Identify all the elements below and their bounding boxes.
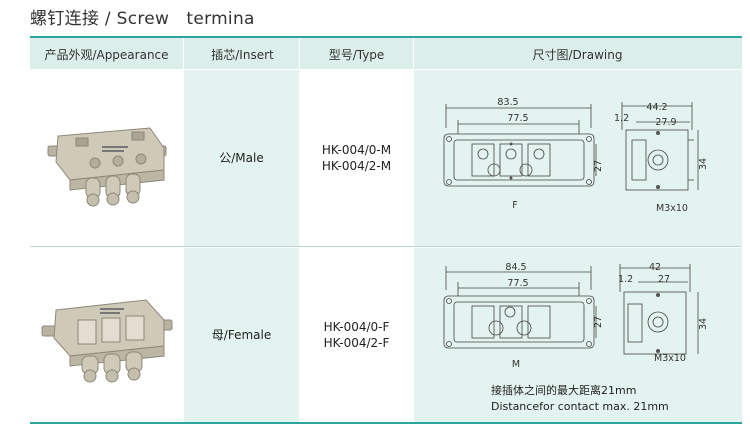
svg-text:27: 27 xyxy=(593,316,604,328)
page-title: 螺钉连接 / Screw termina xyxy=(30,9,255,29)
type-label: HK-004/0-F xyxy=(323,320,390,334)
front-view-drawing: 84.5 77.5 27 M xyxy=(443,262,604,370)
note-cn: 接插体之间的最大距离21mm xyxy=(491,384,637,397)
side-view-drawing: 44.2 1.2 27.9 34 M3x10 xyxy=(614,102,709,214)
svg-text:34: 34 xyxy=(698,318,709,330)
header-type: 型号/Type xyxy=(328,48,385,62)
svg-text:27: 27 xyxy=(658,274,670,285)
header-appearance: 产品外观/Appearance xyxy=(44,48,169,62)
header-divider xyxy=(413,38,414,69)
svg-text:77.5: 77.5 xyxy=(507,113,528,124)
svg-text:34: 34 xyxy=(698,158,709,170)
svg-text:84.5: 84.5 xyxy=(505,262,526,273)
table-bottom-rule xyxy=(30,422,742,424)
type-label: HK-004/0-M xyxy=(321,143,392,157)
insert-cell xyxy=(184,248,299,422)
table-top-rule xyxy=(30,36,742,38)
insert-label-male: 公/Male xyxy=(219,151,264,165)
insert-label-female: 母/Female xyxy=(211,328,272,342)
header-insert: 插芯/Insert xyxy=(211,48,274,62)
drawing-cell xyxy=(414,70,742,246)
side-view-drawing: 42 1.2 27 34 M3x10 xyxy=(618,262,709,364)
header-divider xyxy=(183,38,184,69)
svg-text:M3x10: M3x10 xyxy=(656,203,688,214)
drawing-cell xyxy=(414,248,742,422)
svg-text:1.2: 1.2 xyxy=(618,274,633,285)
table-header xyxy=(30,38,742,69)
svg-text:M3x10: M3x10 xyxy=(654,353,686,364)
type-label: HK-004/2-F xyxy=(323,336,390,350)
type-label: HK-004/2-M xyxy=(321,159,392,173)
front-view-drawing: 83.5 77.5 27 F xyxy=(443,97,604,211)
svg-text:42: 42 xyxy=(649,262,661,273)
svg-text:44.2: 44.2 xyxy=(646,102,667,113)
svg-text:M: M xyxy=(512,359,520,370)
svg-text:1.2: 1.2 xyxy=(614,113,629,124)
svg-text:F: F xyxy=(512,200,517,211)
header-divider xyxy=(299,38,300,69)
connector-female-photo xyxy=(41,299,173,383)
header-drawing: 尺寸图/Drawing xyxy=(532,48,623,62)
row-divider xyxy=(30,246,742,247)
svg-text:83.5: 83.5 xyxy=(497,97,518,108)
connector-male-photo xyxy=(47,127,167,207)
note-en: Distancefor contact max. 21mm xyxy=(491,400,669,413)
insert-cell xyxy=(184,70,299,246)
svg-text:77.5: 77.5 xyxy=(507,278,528,289)
svg-text:27: 27 xyxy=(593,160,604,172)
svg-text:27.9: 27.9 xyxy=(655,117,676,128)
